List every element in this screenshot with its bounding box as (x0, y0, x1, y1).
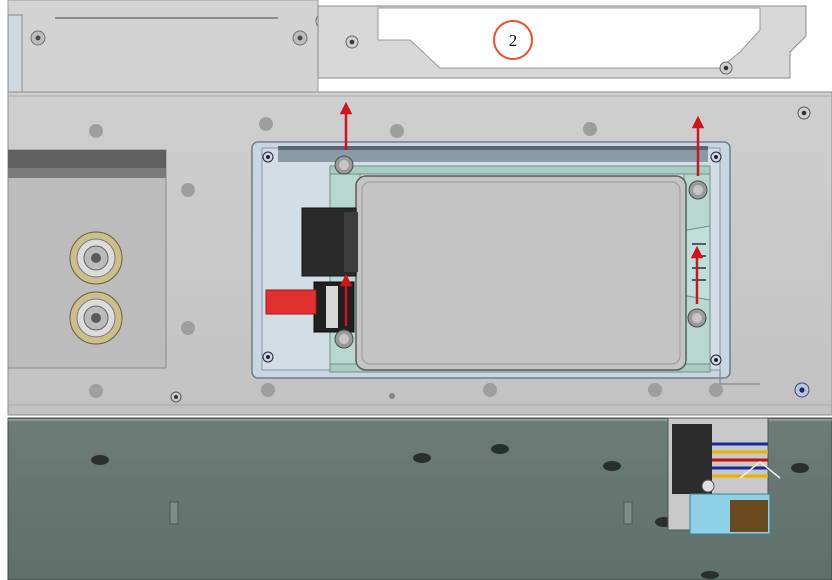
hard-drive (355, 175, 687, 371)
callout-label: 2 (509, 31, 518, 50)
screw-icon (687, 308, 707, 328)
screw-icon (688, 180, 708, 200)
power-cable-connector (667, 417, 781, 535)
sata-connector (301, 207, 358, 333)
sata-cable (265, 289, 317, 315)
top-bracket (7, 0, 333, 96)
screw-icon (334, 155, 354, 175)
callout-2: 2 (493, 20, 533, 60)
bnc-connector-icon (69, 291, 123, 345)
bnc-connector-icon (69, 231, 123, 285)
panel-dimples (89, 106, 811, 403)
screw-icon (334, 329, 354, 349)
upper-cover-bracket (317, 5, 807, 79)
